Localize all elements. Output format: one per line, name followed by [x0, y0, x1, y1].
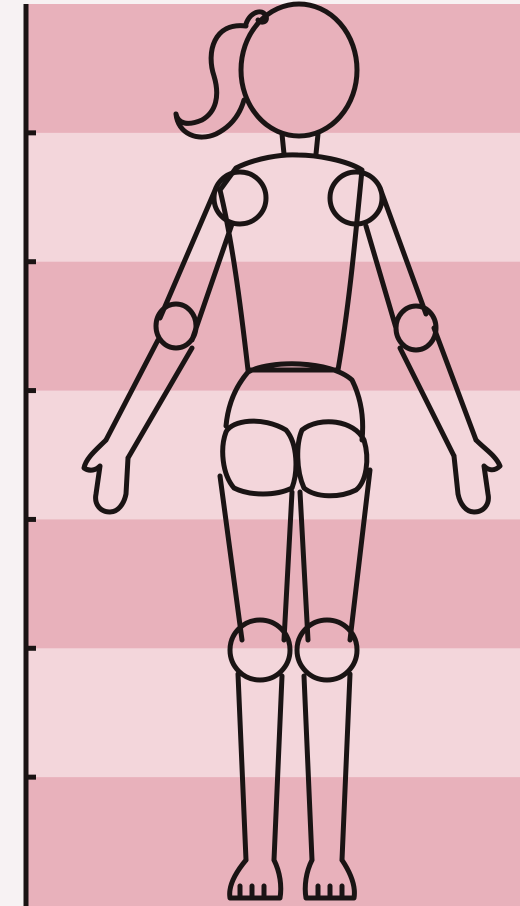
head-unit-band [26, 648, 520, 777]
head-unit-band [26, 4, 520, 133]
head-unit-band [26, 391, 520, 520]
head-unit-bands [26, 4, 520, 906]
head-unit-band [26, 519, 520, 648]
head-unit-band [26, 133, 520, 262]
